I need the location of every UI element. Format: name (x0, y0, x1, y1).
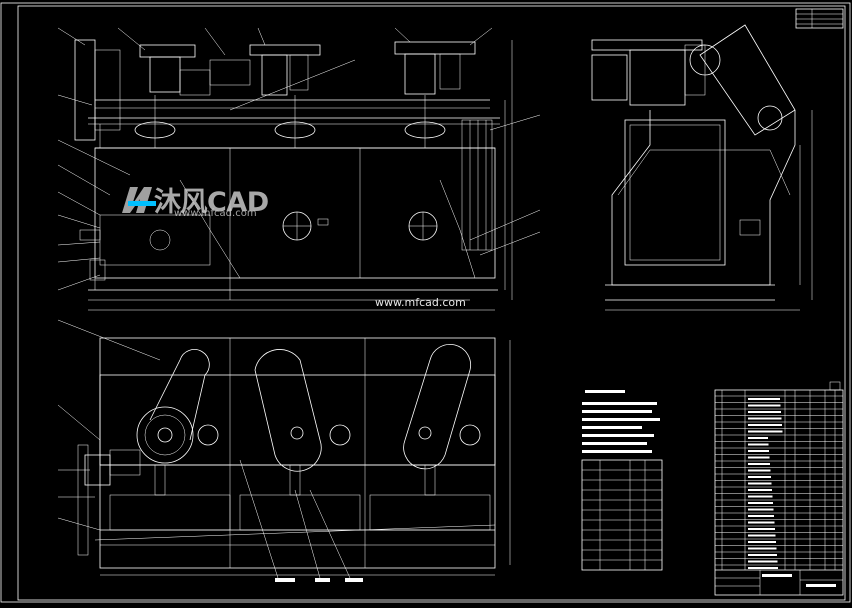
parts-row-text (748, 424, 782, 426)
parts-row-text (748, 437, 768, 439)
parts-row-text (748, 398, 780, 400)
parts-row-text (748, 547, 777, 550)
top-title-block (795, 8, 844, 29)
parts-row-text (748, 443, 769, 446)
parts-row-text (748, 430, 783, 433)
parts-row-text (748, 567, 778, 569)
parts-row-text (748, 456, 770, 459)
parts-row-text (748, 417, 782, 420)
parts-row-text (748, 411, 781, 413)
inner-frame (17, 5, 846, 601)
parts-row-text (748, 554, 777, 556)
parts-row-text (748, 508, 774, 511)
parameter-table (581, 459, 663, 571)
title-block (715, 569, 843, 595)
parts-row-text (748, 482, 772, 485)
parts-row-text (748, 495, 773, 498)
parts-row-text (748, 489, 772, 491)
side-view (591, 24, 813, 311)
parts-row-text (748, 515, 774, 517)
plan-view (57, 319, 511, 582)
parts-row-text (748, 528, 775, 530)
technical-notes (582, 390, 660, 453)
parts-row-text (748, 469, 771, 472)
parts-row-text (748, 502, 773, 504)
front-view (57, 27, 541, 311)
parts-list (714, 381, 844, 596)
parts-row-text (748, 560, 778, 563)
parts-row-text (748, 521, 775, 524)
parts-row-text (748, 450, 769, 452)
parts-row-text (748, 476, 771, 478)
parts-row-text (748, 541, 776, 543)
parts-row-text (748, 404, 781, 407)
parts-row-text (748, 534, 776, 537)
parts-row-text (748, 463, 770, 465)
